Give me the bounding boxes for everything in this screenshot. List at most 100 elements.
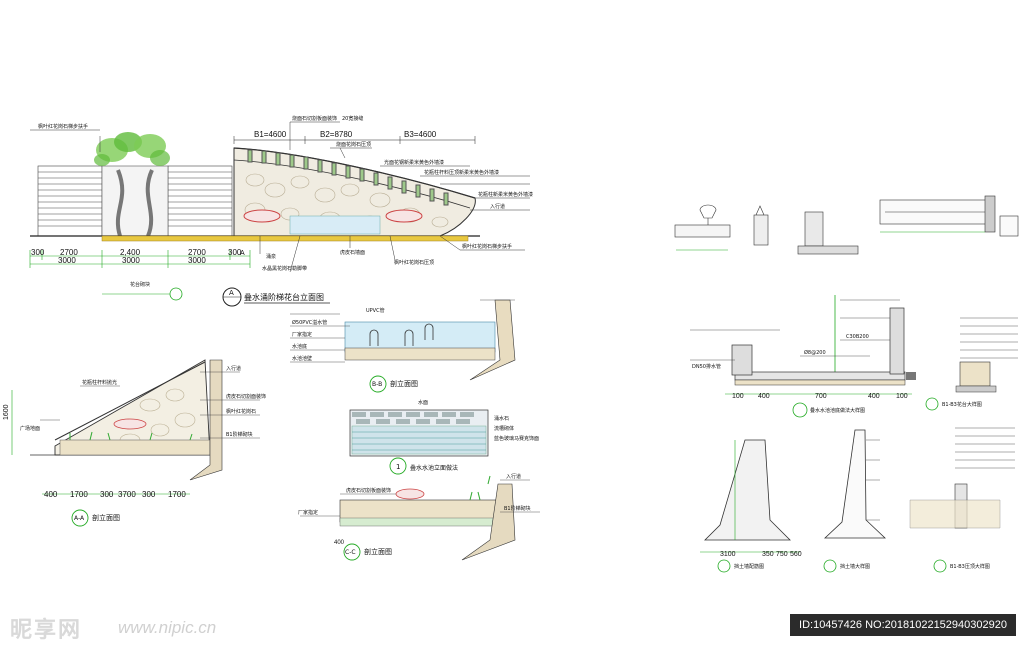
b-note-pool-wall: 水池池壁 <box>292 355 312 362</box>
pool-title: 叠水水池池底做法大样图 <box>810 407 865 414</box>
wall-title-number: 1 <box>396 463 400 471</box>
main-title-text: 叠水涌阶梯花台立面图 <box>244 292 324 302</box>
dim-300-left: 300 <box>31 248 45 257</box>
image-id-badge: ID:10457426 NO:20181022152940302920 <box>790 614 1016 636</box>
callout-texts: 枫叶红花岗石梯步扶手 烧面石切割板面装饰 20宽接缝 烧面花岗石压顶 光面花钢新… <box>38 115 533 288</box>
a-title-number: A-A <box>74 515 85 522</box>
a-dim-1700-a: 1700 <box>70 490 88 499</box>
pool-tag-rebar: Ø8@200 <box>804 349 826 356</box>
callout-railing-mid: 花瓶柱杆料压顶新柔米黄色外墙漆 <box>424 169 499 176</box>
pool-dim-100a: 100 <box>732 393 744 400</box>
c-note-walkway: 入行道 <box>506 473 521 480</box>
section-a: 花瓶柱杆料抛光 虎皮石切割面装饰 枫叶红花岗石 B1阶梯砌块 入行道 广场地面 … <box>3 359 266 527</box>
callout-water: 涌泉 <box>266 253 276 260</box>
pool-tag-concrete: C30B200 <box>846 334 869 340</box>
planter-detail: B1-B3花台大样图 <box>925 317 1018 411</box>
callout-step-label: 入行道 <box>490 203 505 210</box>
dim-2700-right: 2700 <box>188 248 206 257</box>
section-c: 虎皮石切割板面装饰 B1阶梯砌块 厂家指定 入行道 400 C-C 剖立面图 <box>298 473 540 561</box>
dim-3000-b: 3000 <box>122 256 140 265</box>
dim-2400: 2,400 <box>120 248 141 257</box>
b-note-upvc: UPVC管 <box>366 307 385 314</box>
stone-wall-railing <box>233 147 476 237</box>
a-height: 1600 <box>3 404 10 420</box>
pool-dim-700: 700 <box>815 393 827 400</box>
b-title-text: 剖立面图 <box>390 379 418 388</box>
a-dim-300-a: 300 <box>100 490 114 499</box>
wall-label-stone: 涌水石 <box>494 415 509 422</box>
c-note-vendor: 厂家指定 <box>298 509 318 516</box>
wall-title-3: B1-B3压顶大样图 <box>950 563 990 570</box>
b-note-vendor: 厂家指定 <box>292 331 312 338</box>
wall-title-1: 挡土墙配筋图 <box>734 563 764 570</box>
wall-label-water: 水面 <box>418 399 428 406</box>
base-dimensions: 300 2700 2,400 2700 300 3000 3000 3000 A <box>29 248 251 301</box>
dim-3000-c: 3000 <box>188 256 206 265</box>
main-elevation: 枫叶红花岗石梯步扶手 烧面石切割板面装饰 20宽接缝 烧面花岗石压顶 光面花钢新… <box>29 115 533 307</box>
span-b3: B3=4600 <box>404 130 437 139</box>
pool-dim-100b: 100 <box>896 393 908 400</box>
wall-label-channel: 流槽砌体 <box>494 425 514 432</box>
pool-tag-drain: DN50排水管 <box>692 363 721 370</box>
a-title-text: 剖立面图 <box>92 513 120 522</box>
wall-dim-350: 350 <box>762 551 774 558</box>
wall-dim-3100: 3100 <box>720 551 736 558</box>
callout-railing-low: 花瓶柱新柔米黄色外墙漆 <box>478 191 533 198</box>
callout-left-rail: 枫叶红花岗石梯步扶手 <box>38 123 88 130</box>
callout-bottom: 枫叶红花岗石压顶 <box>394 259 434 266</box>
a-note-block: B1阶梯砌块 <box>226 431 253 438</box>
callout-wall-finish: 光面花钢新柔米黄色外墙漆 <box>384 159 444 166</box>
pool-bottom-section: DN50排水管 C30B200 Ø8@200 100 400 700 400 1… <box>690 295 916 418</box>
pool-dim-400b: 400 <box>868 393 880 400</box>
a-dim-400: 400 <box>44 490 58 499</box>
a-note-railing: 花瓶柱杆料抛光 <box>82 379 117 386</box>
section-b: UPVC管 Ø50PVC溢水管 水池底 厂家指定 水池池壁 B-B 剖立面图 <box>290 299 516 393</box>
retaining-walls: 3100 350 750 560 挡土墙配筋图 挡土墙大样图 B1-B3压顶大样… <box>700 427 1015 573</box>
wall-title-2: 挡土墙大样图 <box>840 563 870 570</box>
callout-rail-top: 烧面石切割板面装饰 <box>292 115 337 122</box>
b-note-pool-bottom: 水池底 <box>292 343 307 350</box>
pool-dim-400a: 400 <box>758 393 770 400</box>
dim-3000-a: 3000 <box>58 256 76 265</box>
watermark-site: www.nipic.cn <box>118 618 217 637</box>
a-note-stone: 虎皮石切割面装饰 <box>226 393 266 400</box>
a-dim-300-b: 300 <box>142 490 156 499</box>
callout-base-band: 水晶黑花岗石勒脚带 <box>262 265 307 272</box>
callout-step-note: 枫叶红花岗石梯步扶手 <box>462 243 512 250</box>
a-note-granite: 枫叶红花岗石 <box>226 408 256 415</box>
wall-label-mosaic: 蓝色玻璃马赛克饰面 <box>494 435 539 442</box>
wall-detail: 水面 涌水石 流槽砌体 蓝色玻璃马赛克饰面 1 叠水水池立面做法 <box>349 399 539 475</box>
wall-dim-750: 750 <box>776 551 788 558</box>
callout-joint: 20宽接缝 <box>342 115 363 122</box>
a-note-plaza: 广场地面 <box>20 425 40 432</box>
callout-planter: 花台砌块 <box>130 281 150 288</box>
c-note-block: B1阶梯砌块 <box>504 505 531 512</box>
c-note-stone: 虎皮石切割板面装饰 <box>346 487 391 494</box>
span-b2: B2=8780 <box>320 130 353 139</box>
dim-300-right: 300 <box>228 248 242 257</box>
main-elevation-title: A 叠水涌阶梯花台立面图 <box>222 287 330 307</box>
planter-title: B1-B3花台大样图 <box>942 401 982 408</box>
a-dim-3700: 3700 <box>118 490 136 499</box>
dim-2700-left: 2700 <box>60 248 78 257</box>
callout-pillar-top: 烧面花岗石压顶 <box>336 141 371 148</box>
wall-dim-560: 560 <box>790 551 802 558</box>
axis-a-label: A <box>240 250 245 257</box>
palm-trees <box>94 132 170 237</box>
span-dimensions: B1=4600 B2=8780 B3=4600 <box>233 130 476 144</box>
b-note-overflow: Ø50PVC溢水管 <box>292 319 327 326</box>
a-note-walkway: 入行道 <box>226 365 241 372</box>
c-title-text: 剖立面图 <box>364 547 392 556</box>
main-title-number: A <box>229 289 234 297</box>
span-b1: B1=4600 <box>254 130 287 139</box>
watermark-logo: 昵享网 <box>10 618 83 643</box>
a-dim-1700-b: 1700 <box>168 490 186 499</box>
callout-leaders <box>30 121 530 273</box>
callout-stone-wall: 虎皮石墙面 <box>340 249 365 256</box>
detail-sheet: DN50排水管 C30B200 Ø8@200 100 400 700 400 1… <box>674 195 1019 573</box>
b-title-number: B-B <box>372 381 382 388</box>
c-dim: 400 <box>334 540 345 546</box>
wall-title-text: 叠水水池立面做法 <box>410 464 458 472</box>
c-title-number: C-C <box>345 549 356 556</box>
